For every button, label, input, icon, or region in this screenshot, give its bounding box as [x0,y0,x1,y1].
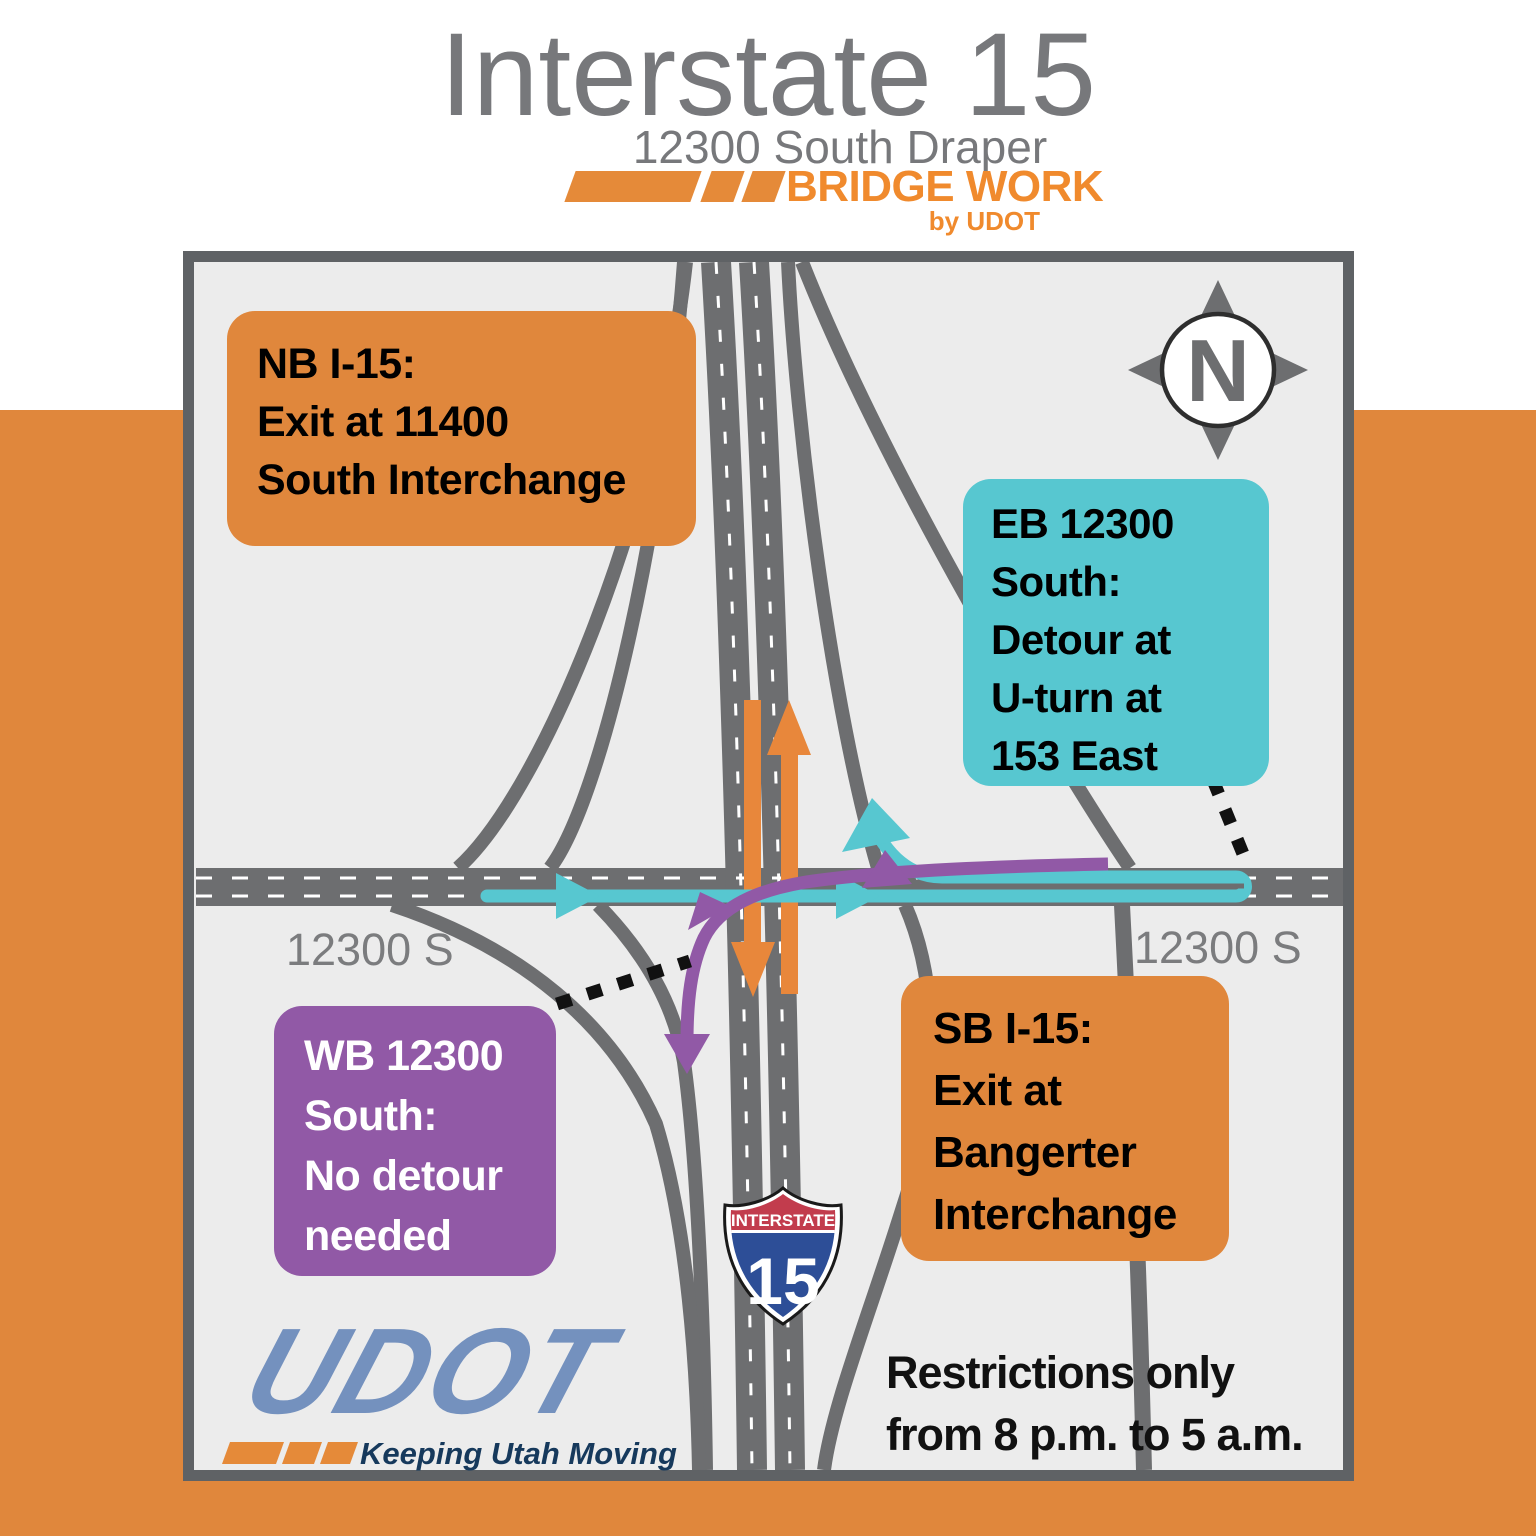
eb-uturn-arrowhead [842,798,910,852]
street-label-left: 12300 S [286,924,454,975]
udot-tagline: Keeping Utah Moving [360,1436,677,1471]
compass-icon: N [1128,280,1308,460]
callout-nb-i15: NB I-15: Exit at 11400 South Interchange [227,311,696,546]
brand-stripe-icon [741,171,786,202]
nb-arrow [767,700,811,994]
wb-arrowhead [688,892,730,930]
udot-logo: UDOT [229,1303,628,1439]
callout-connectors [555,777,1255,1011]
page-subtitle: 12300 South Draper [632,121,1048,173]
street-label-right: 12300 S [1134,922,1302,973]
callout-wb-12300-south: WB 12300 South: No detour needed [274,1006,556,1276]
wb-route [664,850,1109,1074]
page-title: Interstate 15 [440,9,1096,141]
connector-eb [1206,777,1255,869]
shield-number: 15 [746,1244,819,1318]
ramp-ne-inner [781,262,885,870]
wb-down-arrowhead [664,1034,710,1074]
eb-arrowhead [836,873,880,919]
i15-shield: INTERSTATE 15 [723,1186,843,1326]
ramp-sw-outer [389,898,706,1470]
wb-arrowhead [862,850,912,888]
restrictions-note: Restrictions only from 8 p.m. to 5 a.m. [886,1347,1304,1460]
connector-wb [555,954,692,1011]
brand-stripe-icon [564,171,702,202]
i15-mainline-arrows [731,700,811,997]
ramp-sw-inner [592,900,713,1470]
brand-byline: by UDOT [928,206,1040,236]
brand-text: BRIDGE WORK [786,162,1104,211]
brand-stripe-icon [700,171,745,202]
callout-sb-i15: SB I-15: Exit at Bangerter Interchange [901,976,1229,1261]
eb-arrowhead [556,873,600,919]
logo-stripe-icon [221,1442,285,1464]
shield-top-label: INTERSTATE [731,1211,835,1230]
map-panel: N INTERSTATE 15 NB I-15: Exit at [183,251,1354,1481]
sb-arrow [731,700,775,997]
callout-eb-12300-south: EB 12300 South: Detour at U-turn at 153 … [963,479,1269,786]
compass-label: N [1186,321,1250,420]
eb-detour-route [480,798,1252,919]
